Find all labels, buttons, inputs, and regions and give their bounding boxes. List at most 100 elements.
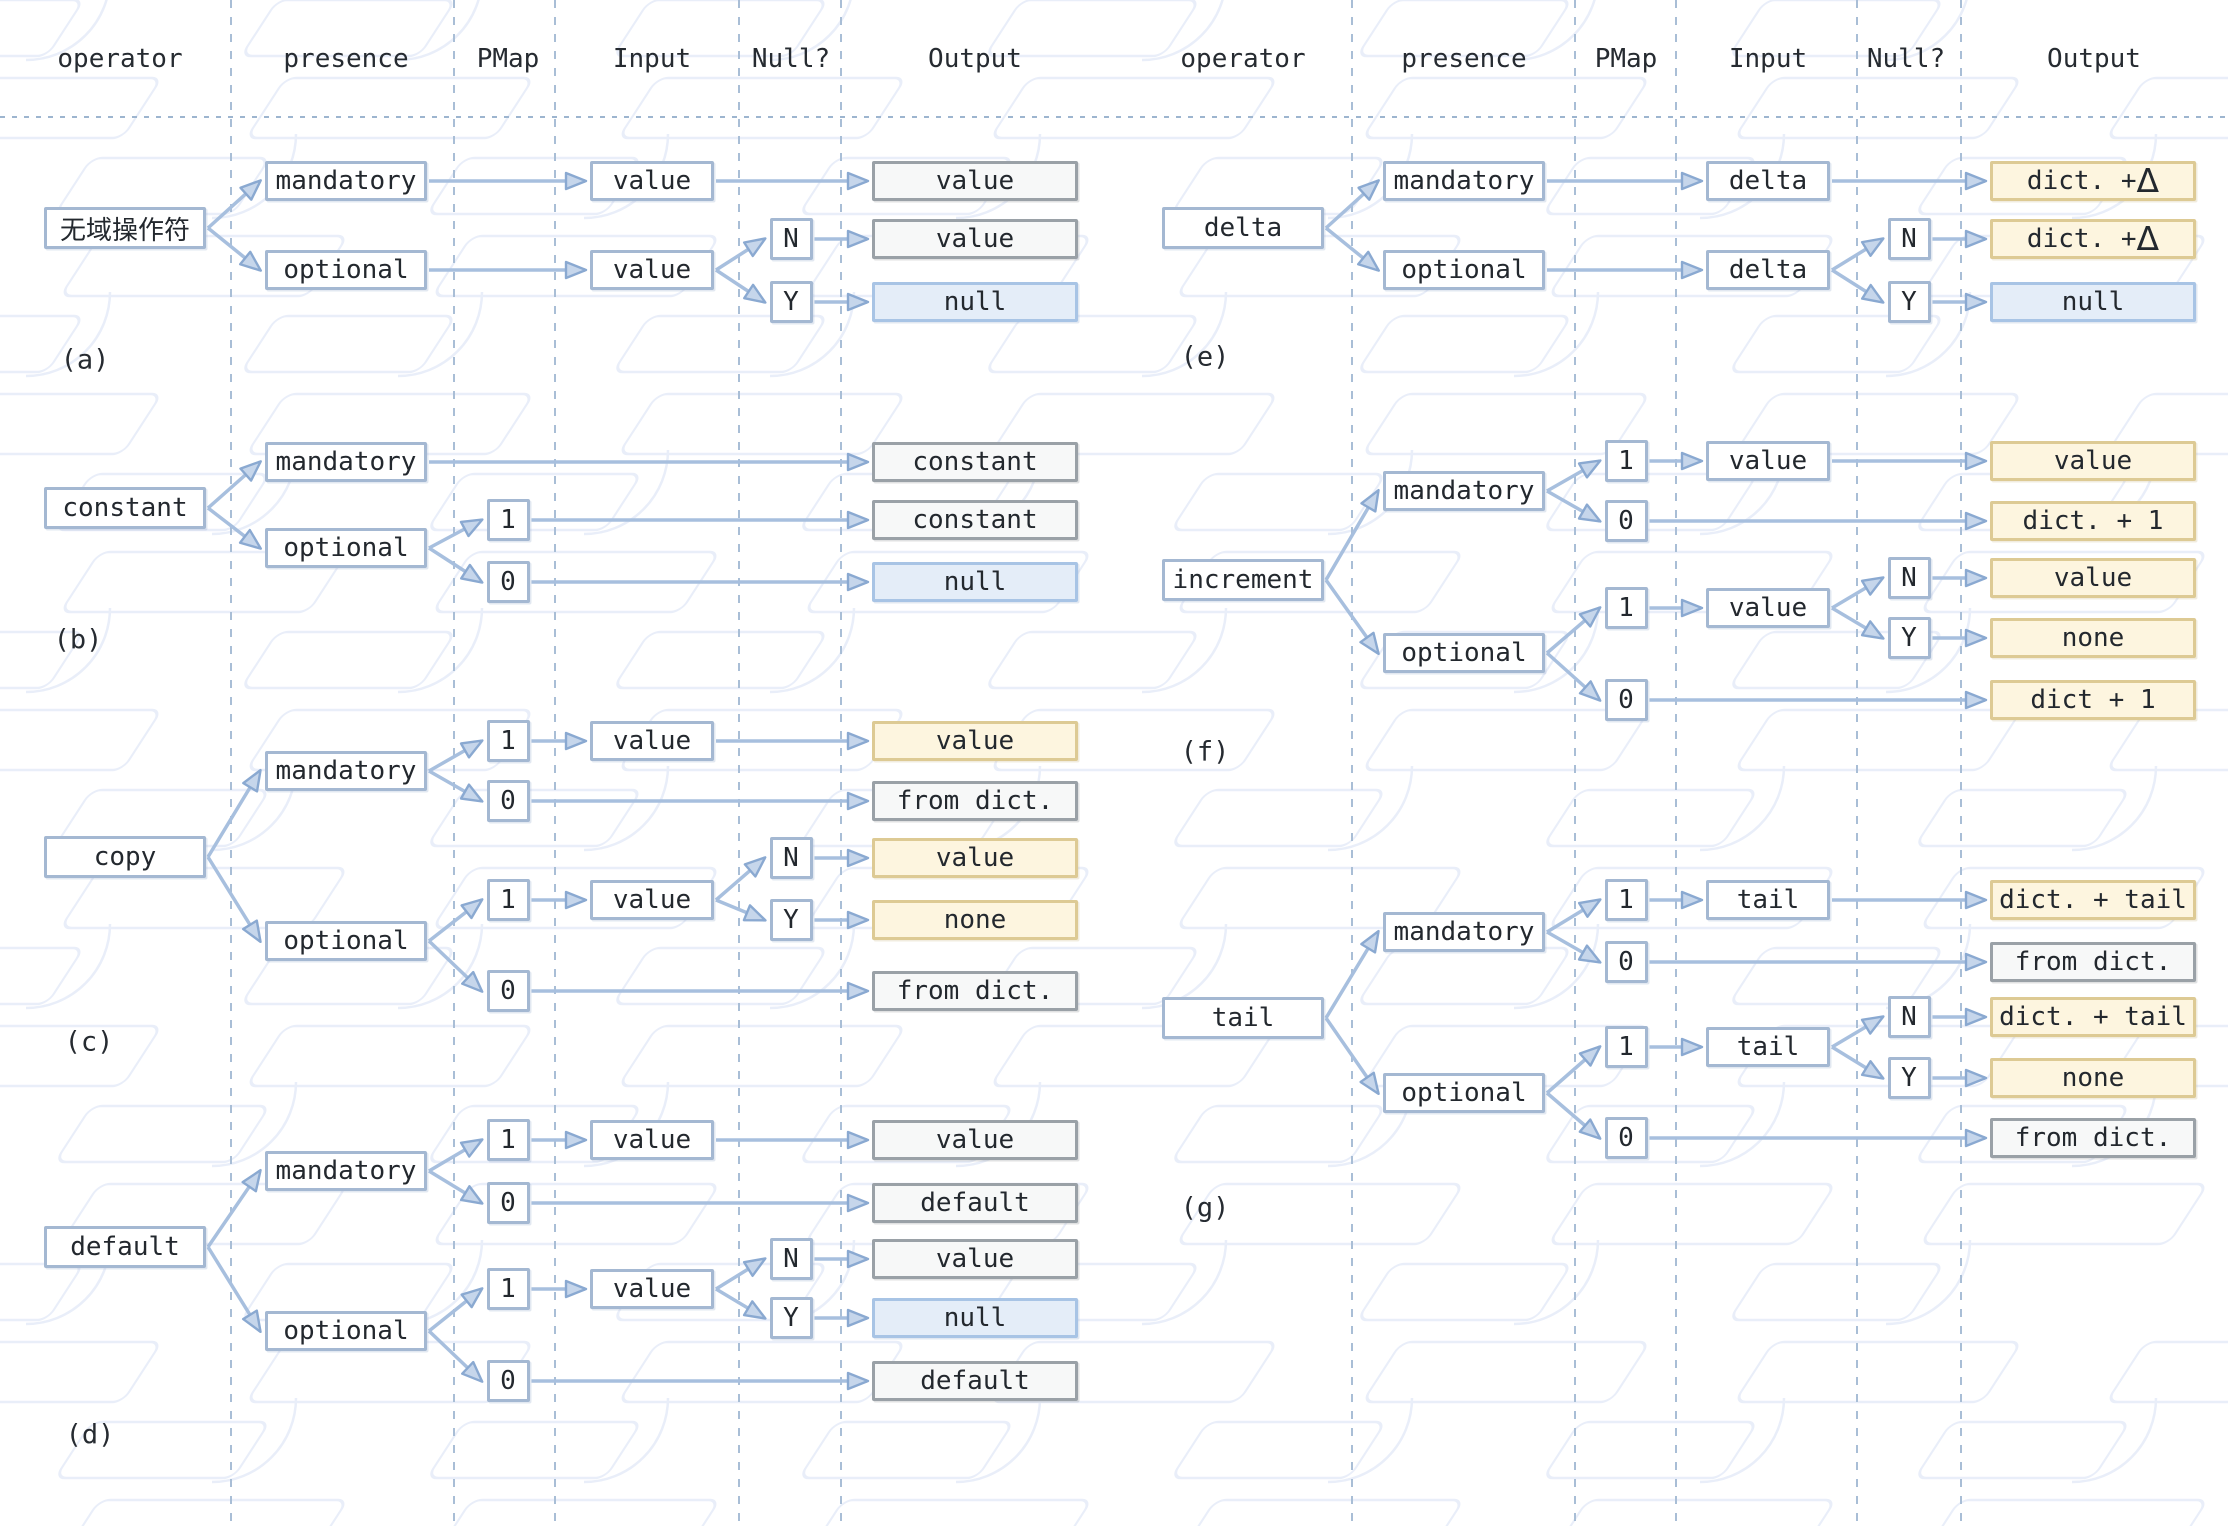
output-f-o5: dict + 1 (1990, 680, 2196, 720)
arrow-c-root-mand (206, 768, 262, 858)
node-g-root: tail (1162, 997, 1324, 1039)
section-caption-a: (a) (60, 344, 110, 376)
node-e-mand: mandatory (1383, 161, 1545, 201)
column-header-left-input: Input (612, 44, 692, 74)
column-header-left-operator: operator (57, 44, 183, 74)
arrow-c-opt-p0o (427, 939, 484, 993)
arrow-e-in_o-n (1831, 237, 1885, 272)
arrow-d-opt-p1o (427, 1287, 484, 1333)
section-caption-e: (e) (1180, 341, 1230, 373)
node-e-opt: optional (1383, 250, 1545, 290)
node-f-in1: value (1706, 441, 1830, 481)
node-f-in2: value (1706, 588, 1830, 628)
arrow-e-root-opt (1324, 226, 1380, 272)
arrow-f-opt-p1o (1545, 606, 1602, 655)
output-g-o2: from dict. (1990, 942, 2196, 982)
watermark-shape (0, 1498, 484, 1526)
output-f-o2: dict. + 1 (1990, 501, 2196, 541)
watermark-shape (0, 866, 112, 1010)
column-header-left-pmap: PMap (476, 44, 540, 74)
node-f-p0o: 0 (1604, 679, 1648, 721)
watermark-shape (1913, 708, 2228, 852)
node-d-root: default (44, 1226, 206, 1268)
node-g-in1: tail (1706, 880, 1830, 920)
arrow-g-in2-y (1831, 1045, 1885, 1080)
node-e-in_m: delta (1706, 161, 1830, 201)
node-a-in_m: value (590, 161, 714, 201)
arrow-c-mand-p0m (428, 769, 484, 803)
node-c-mand: mandatory (265, 751, 427, 791)
watermark-shape (0, 1340, 298, 1484)
output-f-o3: value (1990, 558, 2196, 598)
output-c-o5: from dict. (872, 971, 1078, 1011)
node-a-mand: mandatory (265, 161, 427, 201)
arrow-a-root-mand (206, 179, 262, 230)
output-e-o1: dict. + Δ (1990, 161, 2196, 201)
output-g-o4: none (1990, 1058, 2196, 1098)
node-g-p1m: 1 (1604, 879, 1648, 921)
arrow-g-opt-p1o (1545, 1045, 1602, 1095)
node-b-opt: optional (265, 528, 427, 568)
arrow-f-in2-y (1831, 606, 1885, 640)
node-d-p1m: 1 (486, 1119, 530, 1161)
column-header-left-null: Null? (751, 44, 831, 74)
arrow-e-in_o-y (1831, 268, 1885, 304)
arrow-b-root-mand (206, 460, 262, 510)
arrow-a-in_o-n (715, 237, 767, 272)
output-b-o2: constant (872, 500, 1078, 540)
node-c-p0m: 0 (486, 780, 530, 822)
arrow-g-root-opt (1324, 1017, 1380, 1096)
node-g-in2: tail (1706, 1027, 1830, 1067)
arrow-c-opt-p1o (427, 898, 484, 943)
watermark-shape (0, 1498, 112, 1526)
output-b-o1: constant (872, 442, 1078, 482)
node-b-mand: mandatory (265, 442, 427, 482)
output-c-o3: value (872, 838, 1078, 878)
column-header-right-operator: operator (1180, 44, 1306, 74)
node-d-opt: optional (265, 1311, 427, 1351)
output-d-o3: value (872, 1239, 1078, 1279)
watermark-shape (1727, 1498, 2228, 1526)
output-b-o3: null (872, 562, 1078, 602)
node-d-in1: value (590, 1120, 714, 1160)
section-caption-g: (g) (1180, 1192, 1230, 1224)
column-header-right-presence: presence (1401, 44, 1527, 74)
node-g-n: N (1887, 996, 1931, 1038)
node-b-p1: 1 (486, 499, 530, 541)
arrow-d-in2-n (715, 1257, 767, 1291)
node-a-root: 无域操作符 (44, 207, 206, 249)
arrow-f-in2-n (1831, 576, 1885, 610)
column-header-left-output: Output (928, 44, 1022, 74)
output-d-o2: default (872, 1183, 1078, 1223)
output-a-o2: value (872, 219, 1078, 259)
arrow-g-in2-n (1831, 1015, 1885, 1049)
arrow-c-root-opt (206, 856, 262, 944)
watermark-shape (0, 550, 112, 694)
output-c-o2: from dict. (872, 781, 1078, 821)
arrow-d-root-mand (206, 1168, 262, 1248)
arrow-f-mand-p1m (1546, 459, 1602, 493)
node-f-opt: optional (1383, 633, 1545, 673)
arrow-g-mand-p0m (1546, 930, 1602, 964)
output-d-o5: default (872, 1361, 1078, 1401)
node-f-mand: mandatory (1383, 471, 1545, 511)
node-f-n: N (1887, 557, 1931, 599)
node-f-p0m: 0 (1604, 500, 1648, 542)
output-e-o3: null (1990, 282, 2196, 322)
node-e-y: Y (1887, 281, 1931, 323)
column-header-right-null: Null? (1866, 44, 1946, 74)
node-c-y: Y (769, 899, 813, 941)
arrow-f-opt-p0o (1545, 651, 1602, 702)
section-caption-c: (c) (64, 1026, 114, 1058)
node-d-y: Y (769, 1297, 813, 1339)
output-a-o3: null (872, 282, 1078, 322)
node-c-p0o: 0 (486, 970, 530, 1012)
node-e-n: N (1887, 218, 1931, 260)
output-c-o4: none (872, 900, 1078, 940)
node-g-mand: mandatory (1383, 912, 1545, 952)
node-c-p1o: 1 (486, 879, 530, 921)
node-d-n: N (769, 1238, 813, 1280)
node-f-p1o: 1 (1604, 587, 1648, 629)
